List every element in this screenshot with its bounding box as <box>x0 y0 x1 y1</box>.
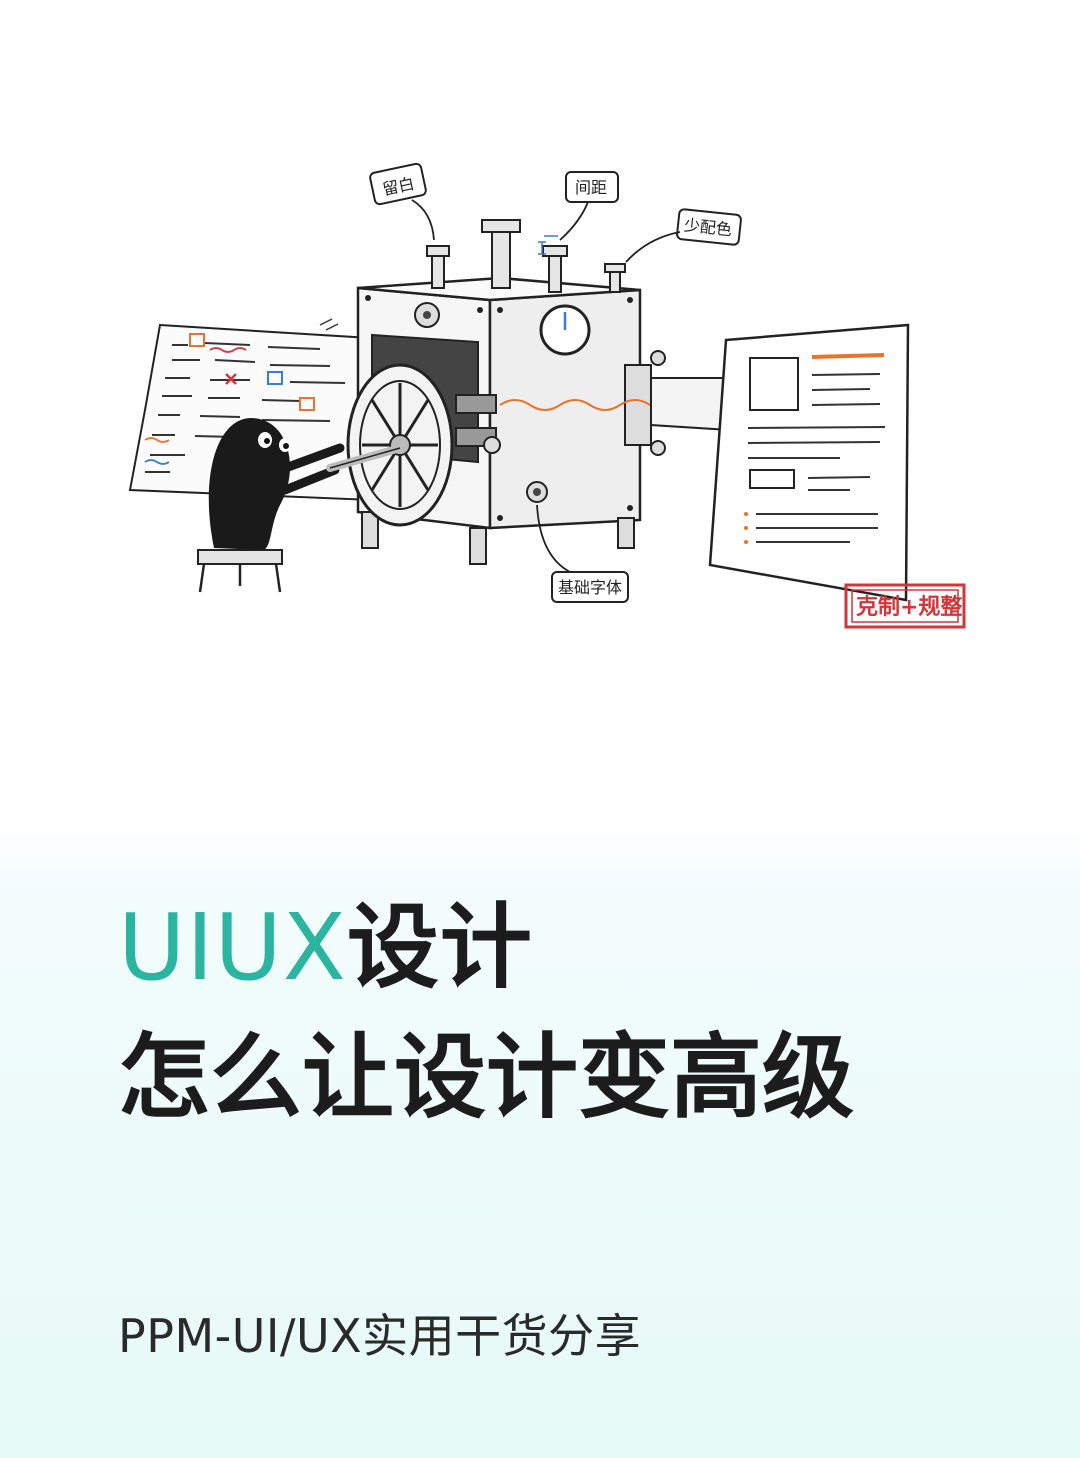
hero-illustration: 留白 间距 少配色 基础字体 克制+规整 <box>128 162 966 629</box>
svg-text:间距: 间距 <box>575 178 607 197</box>
label-fewer-colors: 少配色 <box>625 208 742 263</box>
title-block: UIUX设计 怎么让设计变高级 <box>118 888 1018 1138</box>
output-band <box>650 377 731 432</box>
svg-text:克制+规整: 克制+规整 <box>856 594 962 620</box>
label-base-font: 基础字体 <box>536 504 629 603</box>
bean-character <box>197 418 404 593</box>
title-rest: 设计 <box>346 894 533 1001</box>
design-machine-illustration: 留白 间距 少配色 基础字体 克制+规整 <box>128 162 966 629</box>
title-accent: UIUX <box>118 894 347 1001</box>
svg-text:少配色: 少配色 <box>683 215 733 239</box>
label-whitespace: 留白 <box>369 162 435 241</box>
svg-text:基础字体: 基础字体 <box>558 578 622 597</box>
title-line-1: UIUX设计 <box>118 888 1018 1008</box>
subtitle: PPM-UI/UX实用干货分享 <box>118 1309 642 1363</box>
stamp: 克制+规整 <box>844 583 966 629</box>
title-line-2: 怎么让设计变高级 <box>118 1024 855 1131</box>
label-spacing: 间距 <box>538 171 619 255</box>
clean-paper-output <box>708 323 910 602</box>
